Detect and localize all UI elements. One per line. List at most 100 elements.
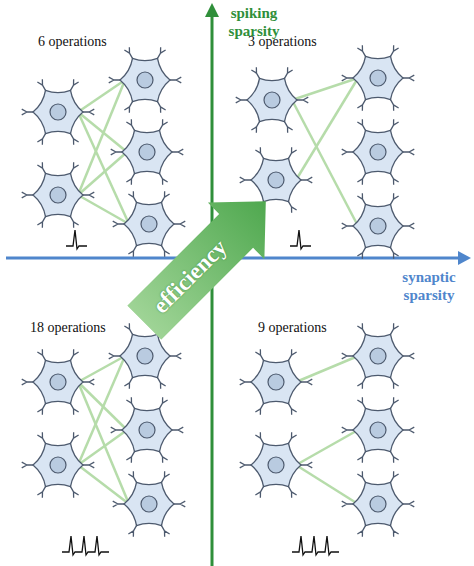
neuron-symbol xyxy=(111,397,184,463)
synapse-line xyxy=(296,356,358,382)
dendrite xyxy=(342,45,415,111)
synapse-line xyxy=(292,100,358,226)
dendrite xyxy=(236,67,309,133)
quadrant-label: 3 operations xyxy=(248,34,317,51)
cell-body xyxy=(353,130,403,173)
cell-body xyxy=(120,334,170,377)
quadrant-label: 18 operations xyxy=(30,320,106,337)
axis-label: synaptic sparsity xyxy=(392,268,466,304)
cell-body xyxy=(33,173,83,216)
quadrant-label: 9 operations xyxy=(258,320,327,337)
nucleus xyxy=(139,422,155,438)
neuron-symbol xyxy=(109,47,182,113)
dendrite xyxy=(240,432,313,498)
nucleus xyxy=(370,348,386,364)
neuron-symbol xyxy=(109,323,182,389)
cell-body xyxy=(353,204,403,247)
neuron-symbol xyxy=(342,471,415,537)
dendrite xyxy=(22,432,95,498)
neuron-group xyxy=(22,323,186,555)
neuron-symbol xyxy=(111,119,184,185)
nucleus xyxy=(370,218,386,234)
spike-train xyxy=(292,536,339,555)
vertical-axis xyxy=(211,14,214,566)
dendrite xyxy=(342,119,415,185)
neuron-symbol xyxy=(240,349,313,415)
cell-body xyxy=(122,130,172,173)
cell-body xyxy=(247,78,297,121)
spike-train xyxy=(66,230,87,249)
dendrite xyxy=(342,471,415,537)
synapse-line xyxy=(78,465,129,504)
neuron-symbol xyxy=(22,79,95,145)
synapse-line xyxy=(78,382,129,504)
synapse-line xyxy=(78,195,129,224)
synapse-line xyxy=(78,80,125,195)
dendrite xyxy=(22,79,95,145)
cell-body xyxy=(33,443,83,486)
dendrite xyxy=(342,323,415,389)
neuron-symbol xyxy=(22,162,95,228)
synapse-line xyxy=(78,112,129,224)
neuron-symbol xyxy=(342,45,415,111)
cell-body xyxy=(124,202,174,245)
quadrant-label: 6 operations xyxy=(38,34,107,51)
nucleus xyxy=(50,374,66,390)
nucleus xyxy=(50,104,66,120)
neuron-symbol xyxy=(22,432,95,498)
cell-body xyxy=(353,408,403,451)
nucleus xyxy=(139,144,155,160)
nucleus xyxy=(370,422,386,438)
neuron-symbol xyxy=(236,67,309,133)
cell-body xyxy=(124,482,174,525)
dendrite xyxy=(109,47,182,113)
cell-body xyxy=(251,360,301,403)
dendrite xyxy=(111,119,184,185)
synapse-line xyxy=(296,465,358,504)
spike-train xyxy=(290,230,311,249)
synapse-line xyxy=(78,430,127,465)
dendrite xyxy=(113,471,186,537)
axes xyxy=(6,3,471,566)
nucleus xyxy=(264,92,280,108)
neuron-symbol xyxy=(113,471,186,537)
dendrite xyxy=(342,397,415,463)
neuron-symbol xyxy=(342,397,415,463)
nucleus xyxy=(50,457,66,473)
dendrite xyxy=(111,397,184,463)
nucleus xyxy=(141,216,157,232)
cell-body xyxy=(33,90,83,133)
cell-body xyxy=(251,158,301,201)
nucleus xyxy=(268,172,284,188)
dendrite xyxy=(342,193,415,259)
arrow-label: efficiency xyxy=(148,235,232,319)
cell-body xyxy=(353,482,403,525)
synapse-line xyxy=(78,152,127,195)
neuron-symbol xyxy=(342,323,415,389)
cell-body xyxy=(251,443,301,486)
dendrite xyxy=(240,349,313,415)
nucleus xyxy=(141,496,157,512)
synapse-line xyxy=(292,78,358,100)
cell-body xyxy=(33,360,83,403)
neuron-group xyxy=(240,323,415,555)
nucleus xyxy=(50,187,66,203)
axis-arrowhead xyxy=(458,251,471,265)
cell-body xyxy=(122,408,172,451)
neuron-symbol xyxy=(22,349,95,415)
dendrite xyxy=(22,162,95,228)
nucleus xyxy=(137,348,153,364)
neuron-symbol xyxy=(342,119,415,185)
nucleus xyxy=(370,70,386,86)
axis-arrowhead xyxy=(205,3,219,17)
dendrite xyxy=(109,323,182,389)
synapse-line xyxy=(296,430,358,465)
synapse-line xyxy=(78,356,125,382)
nucleus xyxy=(268,374,284,390)
nucleus xyxy=(137,72,153,88)
arrow-polygon xyxy=(116,173,294,351)
cell-body xyxy=(353,334,403,377)
nucleus xyxy=(268,457,284,473)
cell-body xyxy=(353,56,403,99)
